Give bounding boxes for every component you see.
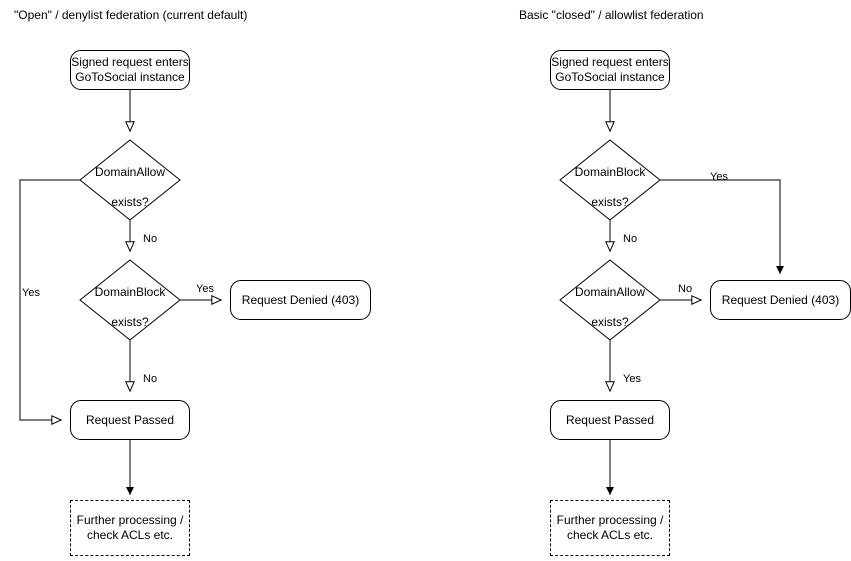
right-edge-d1-yes-to-denied	[660, 179, 784, 274]
right-further-line2: check ACLs etc.	[566, 528, 654, 542]
right-node-further-processing[interactable]: Further processing / check ACLs etc.	[550, 500, 670, 556]
right-decision-1-line2: exists?	[591, 195, 629, 209]
left-node-entry-line1: Signed request enters	[71, 55, 189, 69]
left-node-decision-domainallow[interactable]: DomainAllow exists?	[80, 140, 180, 220]
right-node-decision-domainallow-label: DomainAllow exists?	[548, 270, 672, 330]
right-decision-2-line1: DomainAllow	[574, 285, 646, 299]
left-decision-1-line1: DomainAllow	[94, 165, 166, 179]
left-decision-2-line1: DomainBlock	[94, 285, 166, 299]
left-edge-label-d2-yes: Yes	[196, 283, 214, 295]
left-further-line1: Further processing /	[76, 513, 184, 527]
left-node-request-denied[interactable]: Request Denied (403)	[230, 280, 371, 320]
right-edge-label-d1-yes: Yes	[710, 171, 728, 183]
right-node-request-denied[interactable]: Request Denied (403)	[710, 280, 851, 320]
left-decision-2-line2: exists?	[111, 315, 149, 329]
left-further-line2: check ACLs etc.	[86, 528, 174, 542]
right-node-request-passed[interactable]: Request Passed	[550, 400, 670, 440]
right-node-decision-domainblock[interactable]: DomainBlock exists?	[560, 140, 660, 220]
left-node-decision-domainblock-label: DomainBlock exists?	[68, 270, 192, 330]
column-title-left: "Open" / denylist federation (current de…	[14, 8, 248, 22]
left-node-entry[interactable]: Signed request enters GoToSocial instanc…	[70, 50, 190, 90]
right-node-further-processing-label: Further processing / check ACLs etc.	[557, 513, 664, 543]
left-node-further-processing[interactable]: Further processing / check ACLs etc.	[70, 500, 190, 556]
left-node-request-passed-label: Request Passed	[85, 412, 175, 427]
right-node-entry-label: Signed request enters GoToSocial instanc…	[551, 55, 668, 85]
left-decision-1-line2: exists?	[111, 195, 149, 209]
left-edge-label-d1-yes: Yes	[22, 287, 40, 299]
left-node-decision-domainallow-label: DomainAllow exists?	[68, 150, 192, 210]
left-node-request-denied-label: Request Denied (403)	[241, 292, 360, 307]
right-node-entry-line1: Signed request enters	[551, 55, 669, 69]
right-edge-label-d2-yes: Yes	[623, 373, 641, 385]
right-decision-2-line2: exists?	[591, 315, 629, 329]
column-title-right: Basic "closed" / allowlist federation	[519, 8, 704, 22]
right-node-entry[interactable]: Signed request enters GoToSocial instanc…	[550, 50, 670, 90]
left-node-decision-domainblock[interactable]: DomainBlock exists?	[80, 260, 180, 340]
right-decision-1-line1: DomainBlock	[574, 165, 646, 179]
left-node-entry-label: Signed request enters GoToSocial instanc…	[71, 55, 188, 85]
right-node-request-denied-label: Request Denied (403)	[721, 292, 840, 307]
left-node-entry-line2: GoToSocial instance	[75, 70, 185, 84]
right-edge-label-d1-no: No	[623, 233, 638, 245]
left-edge-label-d2-no: No	[143, 373, 158, 385]
left-edge-label-d1-no: No	[143, 233, 158, 245]
right-node-entry-line2: GoToSocial instance	[555, 70, 665, 84]
right-node-decision-domainblock-label: DomainBlock exists?	[548, 150, 672, 210]
right-further-line1: Further processing /	[556, 513, 664, 527]
right-edge-label-d2-no: No	[678, 283, 693, 295]
right-node-decision-domainallow[interactable]: DomainAllow exists?	[560, 260, 660, 340]
left-node-further-processing-label: Further processing / check ACLs etc.	[77, 513, 184, 543]
right-node-request-passed-label: Request Passed	[565, 412, 655, 427]
left-node-request-passed[interactable]: Request Passed	[70, 400, 190, 440]
left-edge-d1-yes-to-passed	[19, 179, 80, 425]
